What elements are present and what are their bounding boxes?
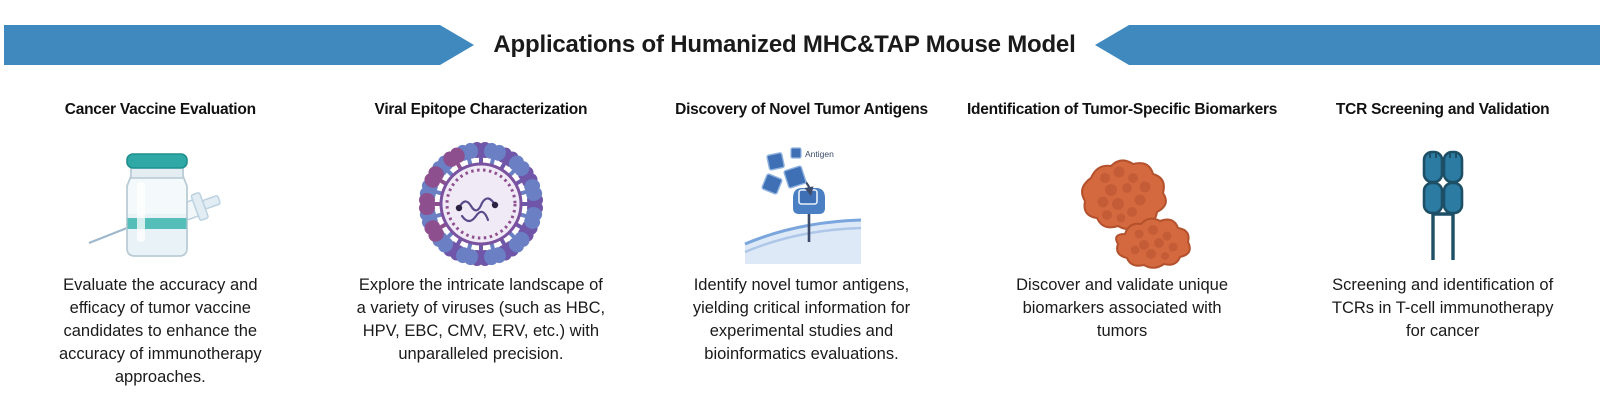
column-heading: Viral Epitope Characterization [374,101,588,118]
banner: Applications of Humanized MHC&TAP Mouse … [0,0,1603,92]
column-heading: Identification of Tumor-Specific Biomark… [966,101,1278,118]
column-heading: Discovery of Novel Tumor Antigens [675,101,928,118]
antigen-legend-label: Antigen [805,149,834,159]
column-description: Discover and validate unique biomarkers … [1016,276,1229,340]
right-arrow-banner-icon [4,25,474,65]
column-description: Evaluate the accuracy and efficacy of tu… [58,276,262,386]
column-viral-epitope-characterization: Viral Epitope Characterization [321,100,642,406]
column-cancer-vaccine-evaluation: Cancer Vaccine Evaluation [0,100,321,406]
column-discovery-of-novel-tumor-antigens: Discovery of Novel Tumor Antigens [641,100,962,406]
application-columns: Cancer Vaccine Evaluation [0,100,1603,406]
column-illustration [0,134,321,274]
virus-particle-icon [418,141,543,266]
t-cell-receptor-icon [1422,150,1463,260]
column-illustration: Antigen [641,134,962,274]
column-illustration [321,134,642,274]
column-illustration [962,134,1283,274]
column-identification-of-tumor-specific-biomarkers: Identification of Tumor-Specific Biomark… [962,100,1283,406]
tumor-mass-icon [1081,159,1191,269]
page-title: Applications of Humanized MHC&TAP Mouse … [493,31,1076,58]
left-arrow-banner-icon [1095,25,1600,65]
antigen-binding-receptor-icon: Antigen [744,146,862,264]
column-description: Screening and identification of TCRs in … [1331,276,1554,340]
vaccine-vial-and-syringe-icon [88,152,222,257]
column-heading: Cancer Vaccine Evaluation [64,101,256,118]
column-illustration [1282,134,1603,274]
column-tcr-screening-and-validation: TCR Screening and Validation [1282,100,1603,406]
column-heading: TCR Screening and Validation [1335,101,1550,118]
column-description: Identify novel tumor antigens, yielding … [692,276,911,363]
column-description: Explore the intricate landscape of a var… [356,276,606,363]
